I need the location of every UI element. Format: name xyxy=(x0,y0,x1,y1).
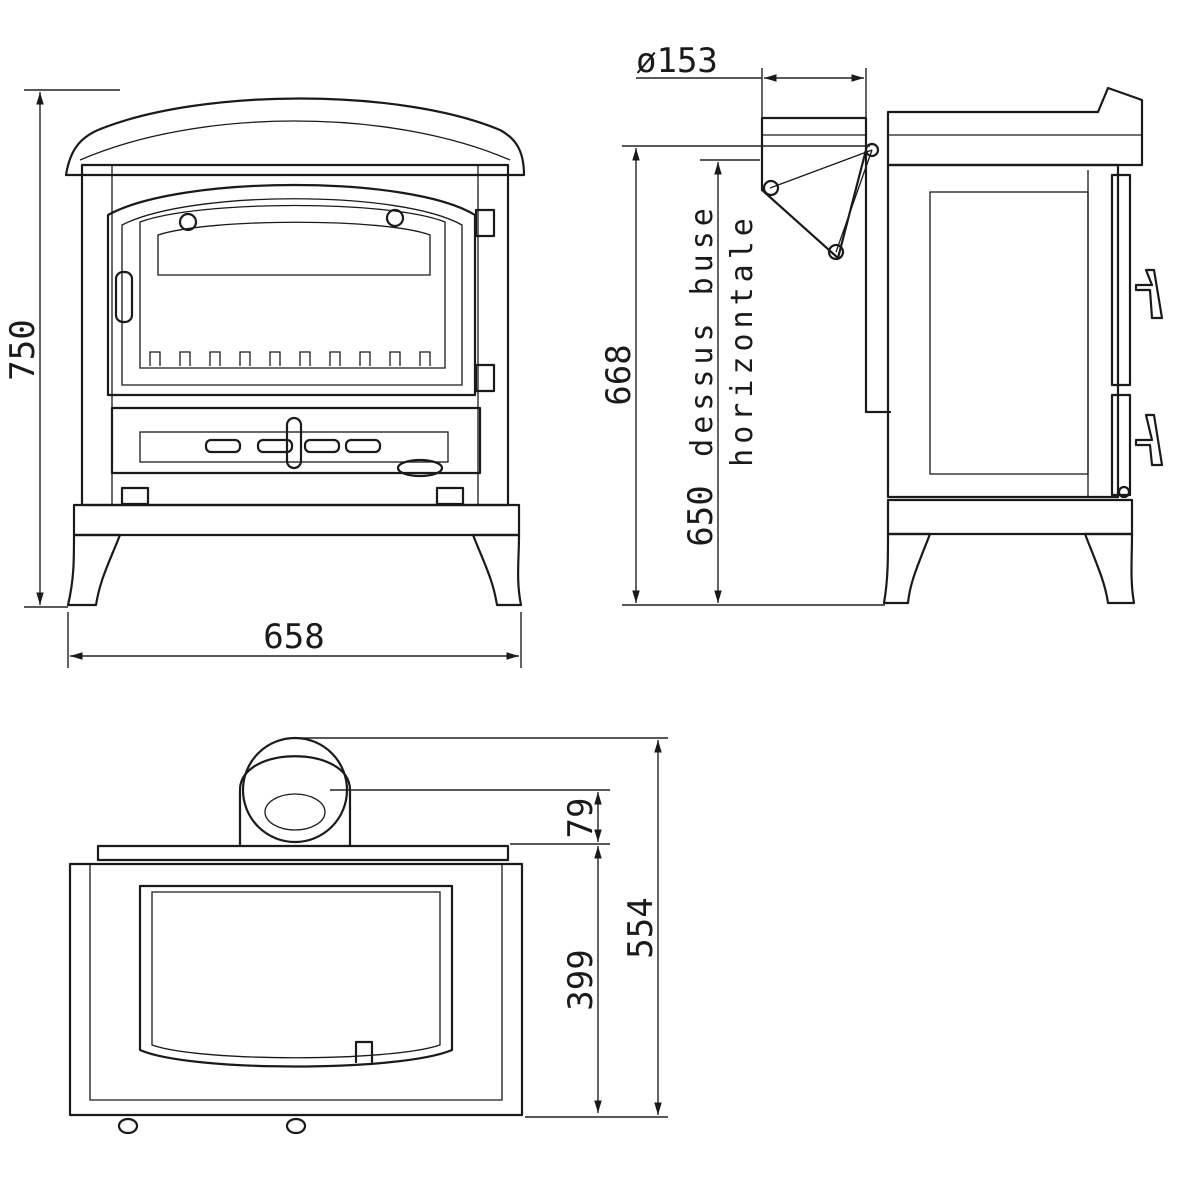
top-body xyxy=(68,862,524,1117)
side-left-leg xyxy=(882,532,932,605)
dim-label-399: 399 xyxy=(561,949,601,1010)
dim-label-650: 650 xyxy=(681,485,721,546)
top-latch xyxy=(354,1040,374,1064)
dim-flue-diameter: ø153 xyxy=(636,41,867,118)
front-door-rivet xyxy=(178,212,198,232)
dim-label-668: 668 xyxy=(599,344,639,405)
top-flue-collar xyxy=(238,755,352,847)
side-right-leg xyxy=(1083,532,1136,605)
front-door-glass xyxy=(139,204,446,369)
side-view xyxy=(760,86,1164,605)
front-brand-plate xyxy=(396,458,444,478)
dim-label-658: 658 xyxy=(263,617,324,657)
dim-width-658: 658 xyxy=(67,612,522,668)
front-grate xyxy=(149,351,431,366)
dim-depth-399: 399 xyxy=(561,846,602,1113)
top-view xyxy=(68,736,524,1135)
dim-label-750: 750 xyxy=(3,319,43,380)
front-base xyxy=(72,503,521,537)
front-ash-drawer xyxy=(110,406,482,475)
side-door-handle xyxy=(1134,268,1164,320)
dim-annotation-line2: horizontale xyxy=(725,213,760,467)
top-foot xyxy=(117,1117,139,1135)
dim-annotation-line1: dessus buse xyxy=(685,203,720,457)
dim-depth-79: 79 xyxy=(330,789,610,845)
front-door-hinge xyxy=(474,208,496,238)
front-view xyxy=(64,97,526,607)
side-flue-outlet xyxy=(760,116,868,260)
dim-height-750: 750 xyxy=(3,89,120,608)
side-base xyxy=(886,498,1134,536)
front-door-rivet xyxy=(385,208,405,228)
dim-label-flue-diameter: ø153 xyxy=(636,41,718,81)
dim-label-79: 79 xyxy=(561,798,601,839)
top-plate xyxy=(96,844,510,862)
side-body xyxy=(886,163,1120,499)
top-firebox xyxy=(138,884,454,1068)
dim-depth-554: 554 xyxy=(300,737,668,1118)
front-top-lid xyxy=(64,97,526,177)
dim-height-668: 668 xyxy=(599,145,885,606)
front-left-leg xyxy=(66,533,122,607)
front-door-handle xyxy=(114,270,134,324)
dim-height-650: 650 dessus buse horizontale xyxy=(681,159,760,603)
front-right-leg xyxy=(471,533,523,607)
side-drawer-handle xyxy=(1134,413,1164,467)
top-foot xyxy=(285,1117,307,1135)
dim-label-554: 554 xyxy=(621,897,661,958)
side-door-edge xyxy=(1110,173,1132,387)
front-door xyxy=(106,183,477,397)
front-door-hinge xyxy=(474,363,496,393)
front-drawer-handle xyxy=(285,416,303,470)
side-top-plate xyxy=(886,86,1144,167)
